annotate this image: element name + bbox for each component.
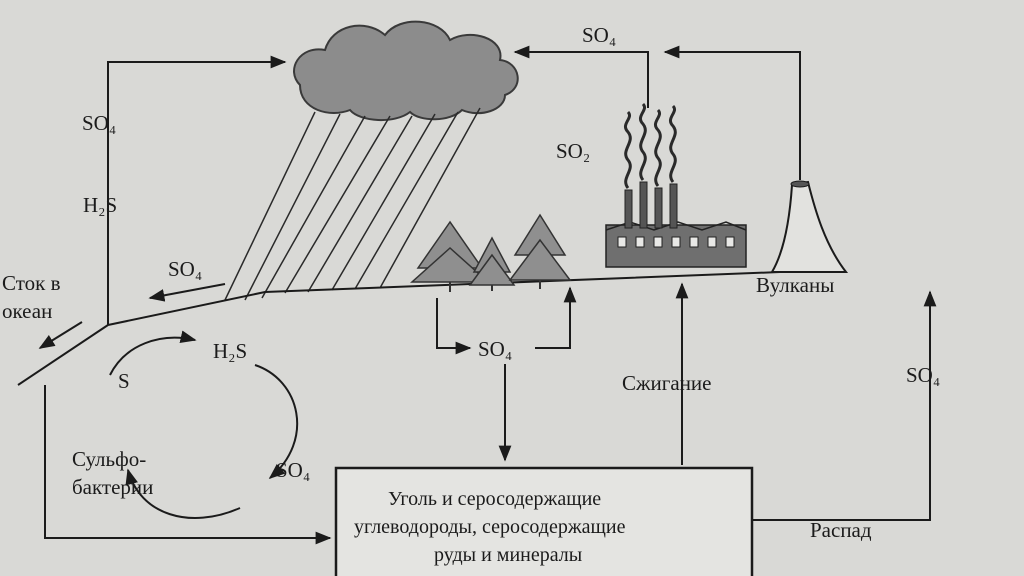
label-runoff-2: океан (2, 299, 52, 323)
volcano (770, 180, 849, 273)
decay-line (752, 290, 937, 521)
label-runoff-1: Сток в (2, 271, 61, 295)
ground-line (17, 271, 781, 386)
rain-cloud (293, 20, 519, 122)
ocean-arrow (38, 321, 83, 349)
label-so4-cycle: SO₄ (276, 458, 310, 482)
label-h2s-left: H₂S (83, 193, 117, 217)
reservoir-line-2: углеводороды, серосодержащие (354, 516, 626, 538)
label-so4-left: SO₄ (82, 111, 116, 135)
label-so4-top: SO₄ (582, 23, 616, 47)
reservoir-box (334, 466, 754, 576)
factory-to-cloud-arrow (513, 45, 649, 108)
volcano-to-cloud-arrow (663, 45, 801, 180)
ground-to-soil-arrow (436, 298, 472, 355)
label-bacteria-2: бактерии (72, 475, 153, 499)
label-so4-runoff: SO₄ (168, 257, 202, 281)
reservoir-line-3: руды и минералы (434, 544, 582, 566)
label-s-cycle: S (118, 369, 130, 393)
factory (605, 102, 747, 268)
runoff-arrow (148, 283, 226, 302)
forest (410, 213, 572, 292)
label-bacteria-1: Сульфо- (72, 447, 146, 471)
label-volcanoes: Вулканы (756, 273, 834, 297)
reservoir-line-1: Уголь и серосодержащие (388, 488, 601, 510)
label-h2s-cycle: H₂S (213, 339, 247, 363)
label-so4-soil: SO₄ (478, 337, 512, 361)
bacteria-cycle (109, 330, 299, 520)
left-bottom-line (44, 385, 332, 545)
labels: SO₄ SO₄ H₂S Сток в океан SO₄ SO₂ SO₄ Вул… (2, 23, 940, 566)
label-combustion: Сжигание (622, 371, 712, 395)
rain-lines (224, 107, 481, 301)
label-decay: Распад (810, 518, 872, 542)
label-so2-factory: SO₂ (556, 139, 590, 163)
label-so4-right: SO₄ (906, 363, 940, 387)
flow-arrows (38, 45, 937, 545)
soil-to-ground-arrow (535, 286, 577, 349)
left-vertical-line (107, 55, 287, 325)
